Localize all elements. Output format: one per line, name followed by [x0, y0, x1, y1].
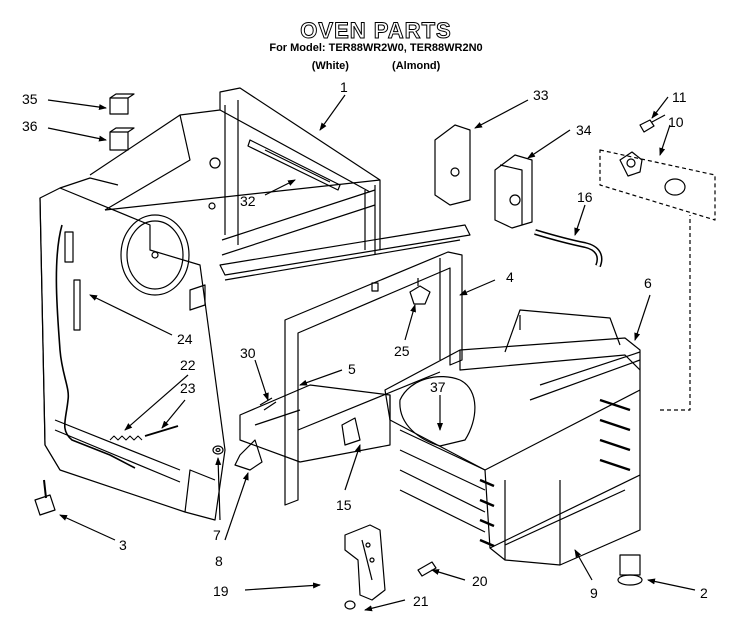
hinge-part-19: [344, 524, 386, 601]
callout-1: 1: [340, 79, 348, 95]
screw-part-20: [417, 561, 437, 577]
callout-35: 35: [22, 91, 38, 107]
dashed-leader-top: [599, 149, 716, 221]
callout-34: 34: [576, 122, 592, 138]
leader-11: [651, 96, 669, 119]
callout-15: 15: [336, 497, 352, 513]
leader-6: [634, 294, 651, 341]
foot-part-2: [617, 554, 643, 586]
bracket-part-33: [434, 124, 471, 206]
leader-8: [224, 472, 249, 541]
bottom-floor-panel: [239, 384, 391, 463]
leveling-leg-part-3: [34, 479, 56, 516]
hose-part-16-core: [534, 230, 601, 267]
color-variants: (White) (Almond): [0, 60, 752, 72]
hose-part-16: [534, 229, 603, 268]
bracket-part-34: [494, 154, 533, 229]
oven-cavity-part-6: [384, 309, 641, 566]
leader-24: [89, 294, 173, 336]
leader-33: [474, 99, 529, 129]
rod-part-23: [144, 425, 179, 437]
callout-22: 22: [180, 357, 196, 373]
callout-5: 5: [348, 361, 356, 377]
leader-21: [364, 599, 406, 612]
sensor-part-25: [409, 278, 431, 305]
wire-clip-upper: [64, 231, 74, 263]
oven-frame-part-1: [89, 87, 381, 256]
cavity-cutaway: [399, 376, 476, 447]
leader-3: [59, 514, 116, 541]
color-white-label: (White): [311, 60, 349, 72]
callout-16: 16: [577, 189, 593, 205]
callout-4: 4: [506, 269, 514, 285]
callout-labels: 1 2 3 4 5 6 7 8 9 10 11 15 16 19 20 21 2…: [22, 79, 708, 609]
leader-7: [215, 457, 222, 521]
side-panel-part: [39, 177, 226, 521]
callout-6: 6: [644, 275, 652, 291]
callout-37: 37: [430, 379, 446, 395]
front-rail-part-32: [247, 139, 341, 191]
leader-23: [161, 399, 186, 429]
callout-11: 11: [672, 89, 687, 105]
spring-part-22: [109, 435, 143, 441]
panel-part-24: [189, 284, 206, 311]
support-bar: [219, 224, 471, 276]
diagram-title: OVEN PARTS: [300, 18, 452, 44]
leader-16: [574, 204, 586, 236]
leader-19: [244, 582, 321, 591]
leader-32: [264, 179, 296, 196]
callout-21: 21: [413, 593, 429, 609]
clip-part-15: [341, 417, 361, 446]
callout-30: 30: [240, 345, 256, 361]
block-part-35: [109, 93, 135, 115]
leader-9: [574, 549, 593, 581]
callout-7: 7: [213, 527, 221, 543]
callout-19: 19: [213, 583, 229, 599]
dashed-leader-right: [660, 215, 691, 411]
leader-10: [659, 124, 671, 156]
hinge-spring-part-30: [259, 397, 277, 411]
callout-32: 32: [240, 193, 256, 209]
front-frame-part-4: [284, 251, 463, 506]
callout-3: 3: [119, 537, 127, 553]
leader-30: [254, 359, 269, 401]
callout-24: 24: [177, 331, 193, 347]
leader-4: [459, 279, 496, 296]
leader-25: [404, 304, 416, 341]
leader-22: [124, 374, 189, 431]
support-bar-lower: [224, 239, 461, 281]
callout-2: 2: [700, 585, 708, 601]
block-part-36: [109, 127, 135, 151]
clip-part-21: [344, 600, 356, 610]
leader-lines: [47, 94, 696, 612]
callout-23: 23: [180, 380, 196, 396]
bracket-part-8: [234, 439, 263, 471]
callout-36: 36: [22, 118, 38, 134]
leader-35: [47, 99, 107, 111]
leader-34: [527, 129, 571, 159]
side-panel-round-cover: [120, 214, 190, 296]
leader-20: [431, 569, 466, 581]
color-almond-label: (Almond): [392, 60, 441, 72]
leader-1: [319, 94, 346, 131]
cavity-rack-guides: [479, 398, 631, 548]
wire-harness: [55, 224, 136, 469]
callout-33: 33: [533, 87, 549, 103]
callout-8: 8: [215, 553, 223, 569]
nut-part-7: [212, 445, 224, 455]
thermostat-part-10: [619, 151, 686, 196]
leader-36: [47, 127, 107, 142]
leader-5: [299, 369, 343, 386]
model-line: For Model: TER88WR2W0, TER88WR2N0: [269, 42, 483, 54]
callout-10: 10: [668, 114, 684, 130]
leader-15: [344, 444, 361, 491]
leader-2: [647, 578, 696, 591]
wire-clip-lower: [73, 279, 81, 331]
callout-20: 20: [472, 573, 488, 589]
callout-9: 9: [590, 585, 598, 601]
callout-25: 25: [394, 343, 410, 359]
